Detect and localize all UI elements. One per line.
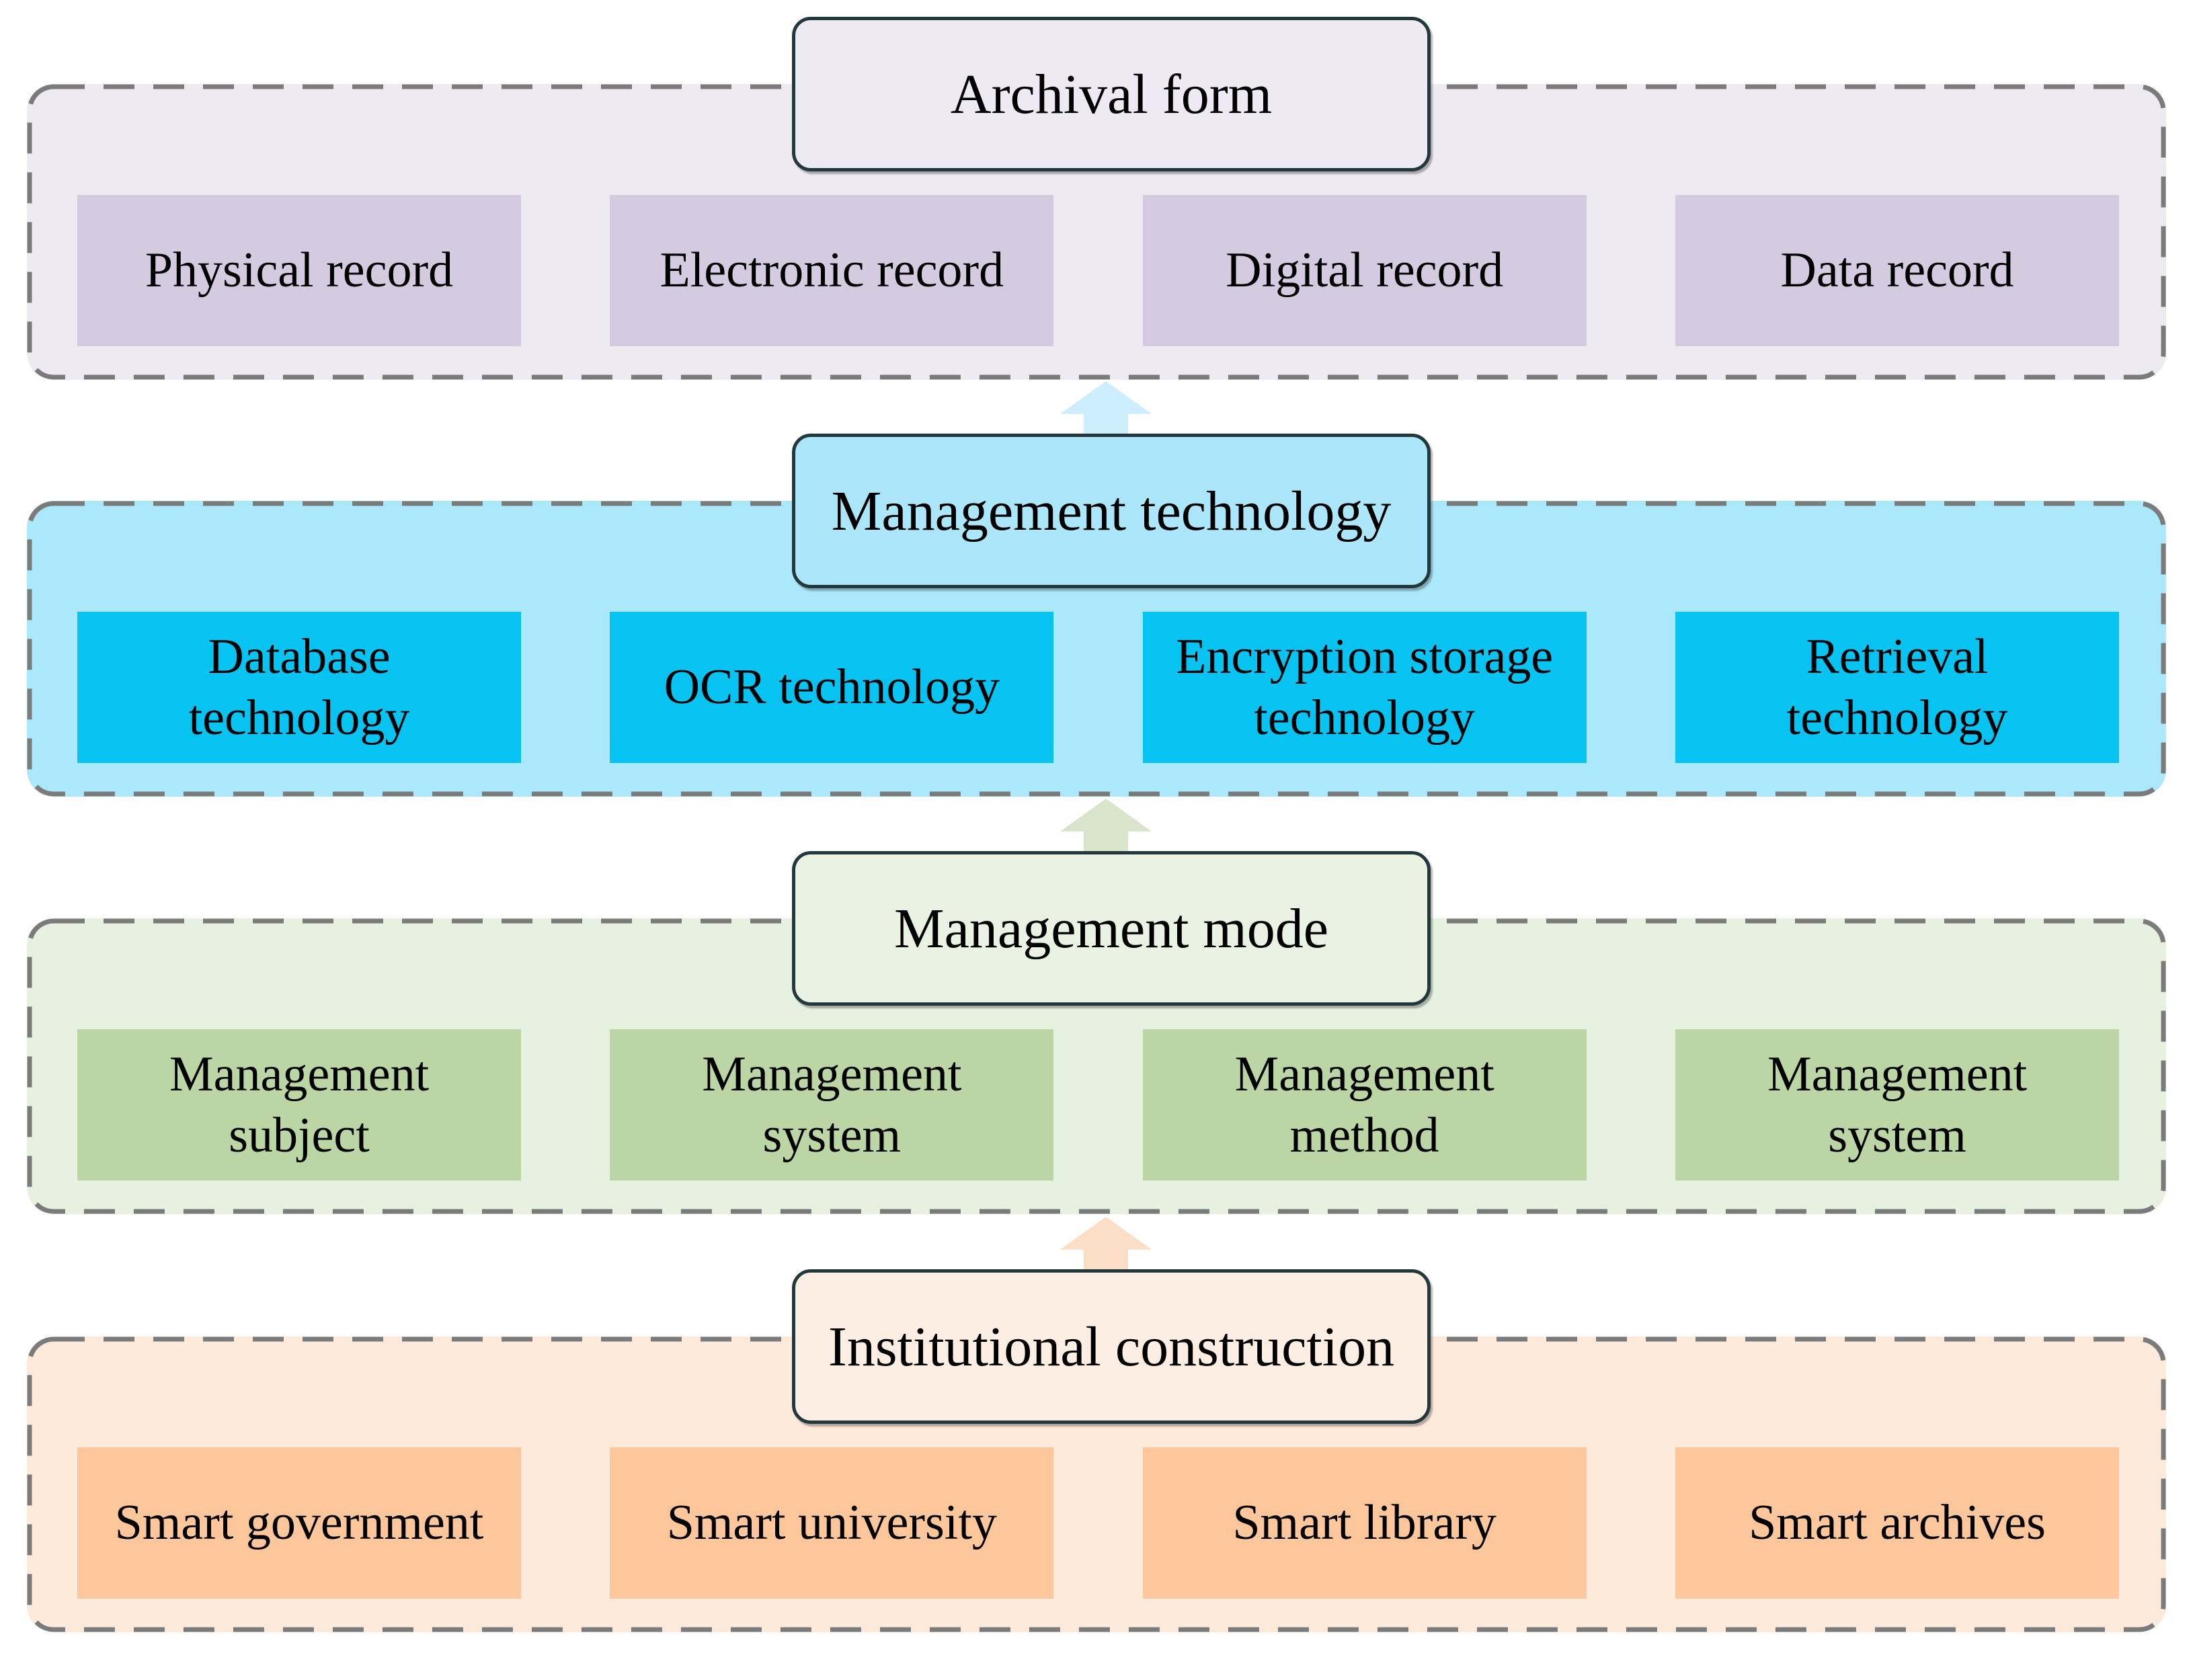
item-label: Smart university (666, 1495, 997, 1551)
item-box: Management method (1142, 1029, 1587, 1181)
item-box: Encryption storage technology (1142, 612, 1587, 763)
item-box: OCR technology (610, 612, 1054, 763)
item-label: Management system (702, 1047, 962, 1163)
item-label: OCR technology (664, 659, 1000, 715)
up-arrow-icon (1060, 1217, 1152, 1271)
item-box: Management system (1675, 1029, 2119, 1181)
layer-archival-form: Physical record Electronic record Digita… (0, 17, 2193, 434)
item-box: Smart library (1142, 1447, 1587, 1599)
item-label: Management method (1234, 1047, 1494, 1163)
up-arrow-icon (1060, 381, 1152, 435)
item-box: Smart university (610, 1447, 1054, 1599)
item-box: Digital record (1142, 195, 1587, 346)
item-box: Physical record (77, 195, 521, 346)
institutional-construction-items: Smart government Smart university Smart … (77, 1447, 2119, 1599)
item-label: Smart archives (1749, 1495, 2046, 1551)
item-label: Management system (1767, 1047, 2028, 1163)
item-label: Smart government (114, 1495, 484, 1551)
layer-title: Management mode (893, 897, 1329, 960)
layer-title-box: Archival form (792, 17, 1431, 171)
item-label: Encryption storage technology (1176, 629, 1554, 746)
item-label: Management subject (169, 1047, 430, 1163)
item-label: Retrieval technology (1786, 629, 2008, 746)
item-box: Database technology (77, 612, 521, 763)
item-label: Database technology (188, 629, 410, 746)
item-box: Electronic record (610, 195, 1054, 346)
institutional-construction-container: Smart government Smart university Smart … (27, 1336, 2166, 1632)
layer-title: Archival form (950, 63, 1273, 126)
management-mode-items: Management subject Management system Man… (77, 1029, 2119, 1181)
layer-management-mode: Management subject Management system Man… (0, 799, 2193, 1268)
layer-management-technology: Database technology OCR technology Encry… (0, 381, 2193, 850)
item-box: Management system (610, 1029, 1054, 1181)
layer-title: Management technology (831, 479, 1392, 543)
layer-title: Institutional construction (828, 1315, 1395, 1378)
item-label: Data record (1780, 243, 2014, 298)
layer-title-box: Management mode (792, 851, 1431, 1006)
item-box: Smart government (77, 1447, 521, 1599)
item-box: Retrieval technology (1675, 612, 2119, 763)
item-label: Physical record (145, 243, 454, 298)
item-box: Data record (1675, 195, 2119, 346)
item-label: Digital record (1226, 243, 1504, 298)
management-technology-items: Database technology OCR technology Encry… (77, 612, 2119, 763)
item-label: Smart library (1232, 1495, 1497, 1551)
layer-institutional-construction: Smart government Smart university Smart … (0, 1217, 2193, 1680)
item-box: Management subject (77, 1029, 521, 1181)
layer-title-box: Institutional construction (792, 1269, 1431, 1424)
archival-form-items: Physical record Electronic record Digita… (77, 195, 2119, 346)
item-label: Electronic record (660, 243, 1004, 298)
layer-title-box: Management technology (792, 434, 1431, 588)
up-arrow-icon (1060, 799, 1152, 852)
item-box: Smart archives (1675, 1447, 2119, 1599)
